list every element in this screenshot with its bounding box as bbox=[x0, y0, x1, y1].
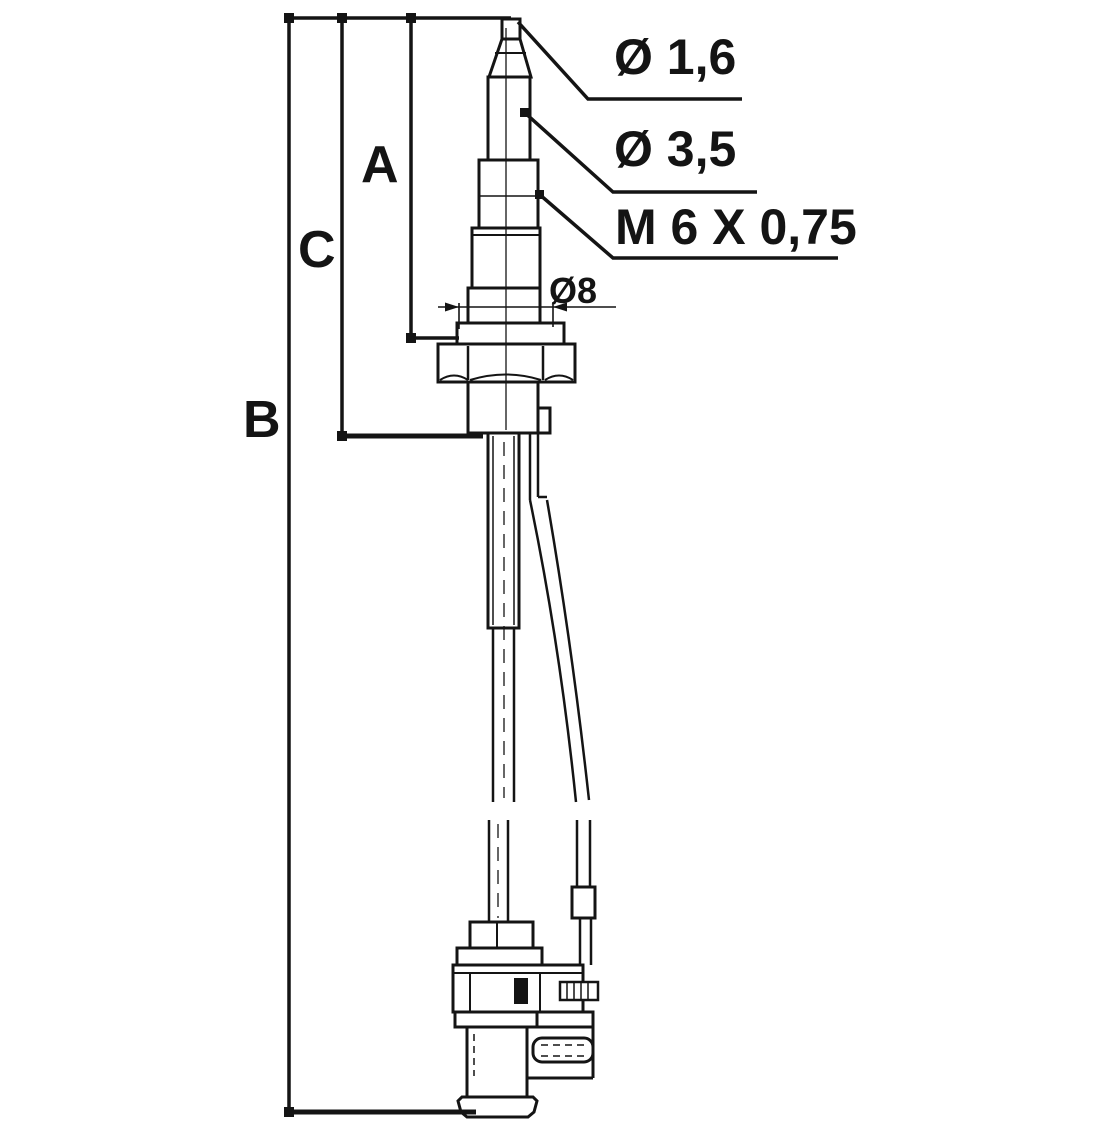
capillary-ferrule bbox=[570, 885, 597, 920]
lower-band-right bbox=[535, 1010, 595, 1029]
probe-tip bbox=[500, 17, 522, 41]
bottom-connector bbox=[451, 920, 600, 1119]
side-pipe-stub bbox=[531, 1036, 595, 1064]
dimension-lines bbox=[284, 13, 511, 1117]
connector-slot bbox=[514, 978, 528, 1004]
lower-band bbox=[453, 1010, 539, 1029]
gland-body bbox=[466, 380, 540, 435]
shaft-3-5 bbox=[486, 75, 532, 162]
lower-cylinder bbox=[465, 1025, 529, 1099]
leader-tip-diameter bbox=[516, 20, 742, 101]
dim-letter-b: B bbox=[243, 391, 281, 449]
callout-thread-spec: M 6 X 0,75 bbox=[615, 199, 857, 255]
probe-tube bbox=[491, 628, 516, 802]
capillary-boss bbox=[536, 406, 552, 435]
thread-section-m6 bbox=[477, 158, 540, 230]
callout-shaft-diameter: Ø 3,5 bbox=[614, 121, 737, 177]
dim-letter-a: A bbox=[361, 136, 399, 194]
dia8-dimension bbox=[438, 302, 616, 329]
terminal-stud bbox=[558, 980, 600, 1002]
tip-taper bbox=[486, 37, 533, 79]
connector-flange bbox=[455, 946, 544, 967]
flange bbox=[455, 321, 566, 346]
leader-thread-spec bbox=[537, 192, 838, 260]
connector-cap bbox=[468, 920, 535, 950]
leader-shaft-diameter bbox=[522, 110, 757, 194]
capillary-tube bbox=[528, 433, 547, 500]
gland-neck bbox=[466, 286, 542, 326]
bottom-barb bbox=[456, 1095, 539, 1119]
dim-arrow-right bbox=[553, 302, 567, 312]
leader-lines bbox=[516, 20, 838, 260]
dim-letter-c: C bbox=[298, 221, 336, 279]
dim-arrow-left bbox=[445, 302, 459, 312]
callout-tip-diameter: Ø 1,6 bbox=[614, 29, 737, 85]
upper-assembly bbox=[436, 17, 577, 435]
callout-gland-diameter: Ø8 bbox=[549, 270, 598, 311]
probe-and-capillary bbox=[486, 431, 597, 965]
